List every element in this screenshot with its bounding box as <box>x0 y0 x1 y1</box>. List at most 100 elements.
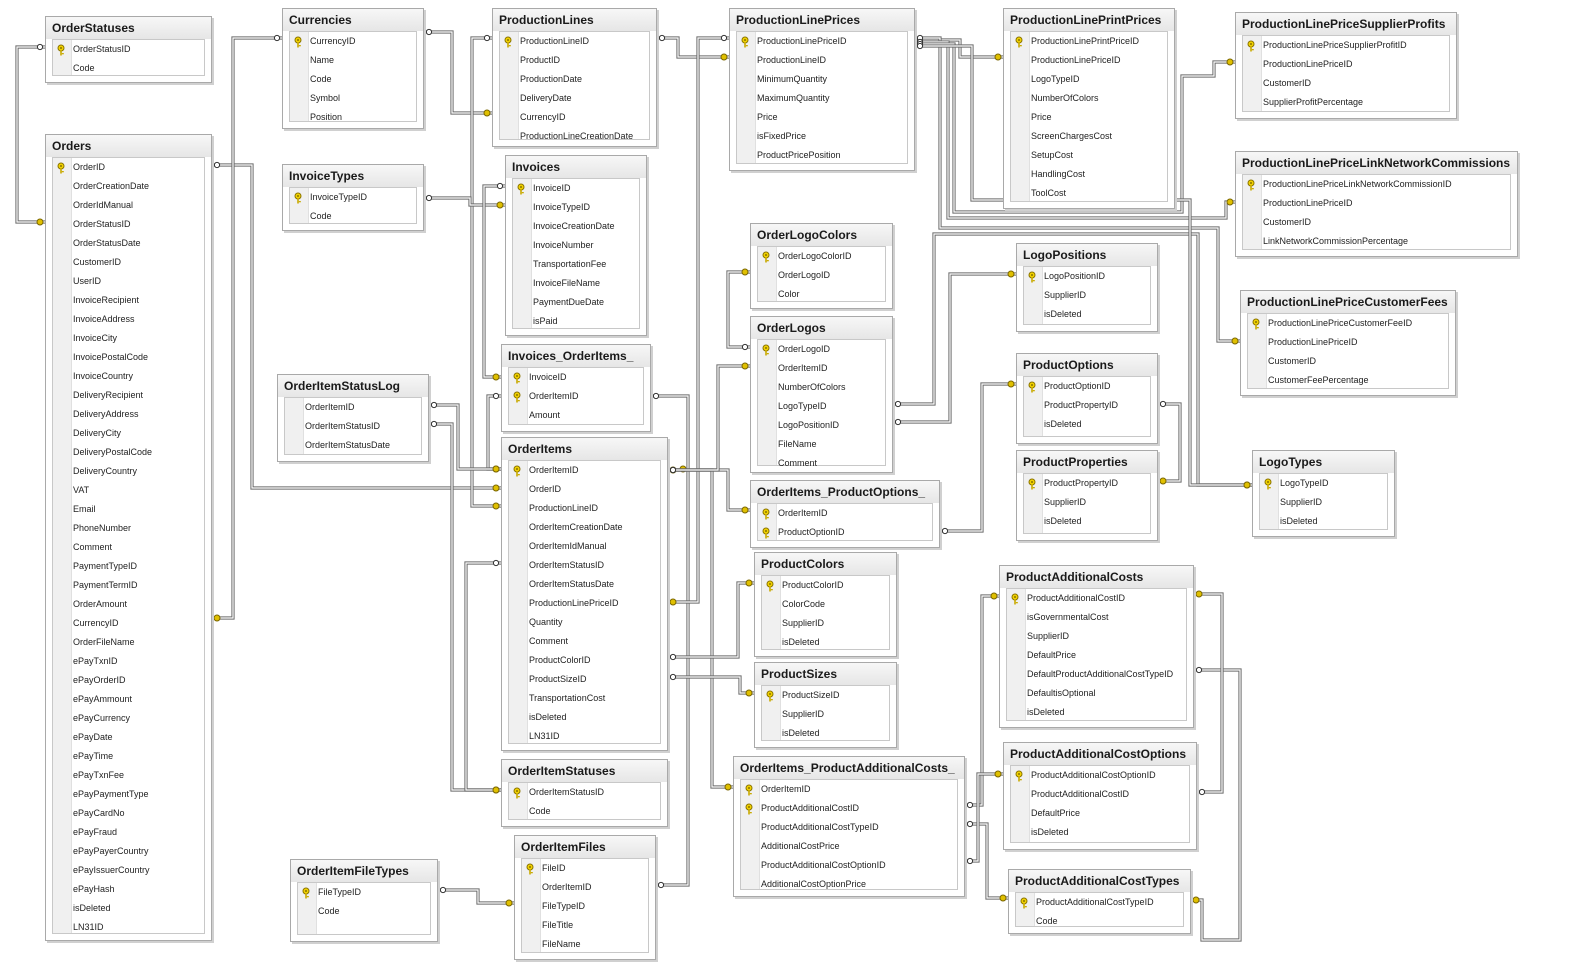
column-row[interactable]: ProductionLinePrintPriceID <box>1011 32 1167 51</box>
table-title[interactable]: ProductColors <box>755 553 896 575</box>
column-row[interactable]: DeliveryDate <box>500 89 649 108</box>
column-row[interactable]: ProductionLineID <box>500 32 649 51</box>
relationship-line[interactable] <box>429 403 501 471</box>
table-title[interactable]: ProductionLinePriceCustomerFees <box>1241 291 1455 313</box>
column-row[interactable]: LogoTypeID <box>1260 474 1387 493</box>
column-row[interactable]: ProductionLineCreationDate <box>500 127 649 146</box>
column-row[interactable]: FileTitle <box>522 916 648 935</box>
column-row[interactable]: isDeleted <box>1024 512 1150 531</box>
column-row[interactable]: ProductPricePosition <box>737 146 907 165</box>
column-row[interactable]: Comment <box>758 454 885 473</box>
relationship-line[interactable] <box>424 30 492 115</box>
column-row[interactable]: ePayCardNo <box>53 804 204 823</box>
column-row[interactable]: InvoiceRecipient <box>53 291 204 310</box>
column-row[interactable]: OrderID <box>53 158 204 177</box>
table-title[interactable]: InvoiceTypes <box>283 165 423 187</box>
column-row[interactable]: SupplierProfitPercentage <box>1243 93 1449 112</box>
column-row[interactable]: CurrencyID <box>290 32 416 51</box>
column-row[interactable]: AdditionalCostOptionPrice <box>741 875 957 894</box>
column-row[interactable]: ProductionLinePriceCustomerFeeID <box>1248 314 1448 333</box>
column-row[interactable]: ePayPayerCountry <box>53 842 204 861</box>
column-row[interactable]: InvoiceFileName <box>513 274 639 293</box>
column-row[interactable]: Code <box>298 902 430 921</box>
table-order-items-product-additional-costs[interactable]: OrderItems_ProductAdditionalCosts_OrderI… <box>733 756 965 897</box>
relationship-line[interactable] <box>965 773 1003 862</box>
column-row[interactable]: OrderItemStatusDate <box>509 575 660 594</box>
relationship-line[interactable] <box>438 888 514 905</box>
column-row[interactable]: InvoiceID <box>513 179 639 198</box>
column-row[interactable]: Comment <box>509 632 660 651</box>
relationship-line[interactable] <box>471 37 501 507</box>
column-row[interactable]: FileTypeID <box>298 883 430 902</box>
relationship-line[interactable] <box>965 823 1008 899</box>
column-row[interactable]: OrderFileName <box>53 633 204 652</box>
column-row[interactable]: SupplierID <box>1024 493 1150 512</box>
column-row[interactable]: OrderItemID <box>509 387 643 406</box>
column-row[interactable]: MaximumQuantity <box>737 89 907 108</box>
relationship-line[interactable] <box>657 37 729 58</box>
column-row[interactable]: SupplierID <box>1024 286 1150 305</box>
column-row[interactable]: OrderLogoID <box>758 340 885 359</box>
column-row[interactable]: isDeleted <box>1007 703 1186 722</box>
table-title[interactable]: Orders <box>46 135 211 157</box>
column-row[interactable]: CurrencyID <box>500 108 649 127</box>
relationship-line[interactable] <box>668 365 750 471</box>
column-row[interactable]: ePayHash <box>53 880 204 899</box>
table-title[interactable]: OrderItems <box>502 438 667 460</box>
column-row[interactable]: ScreenChargesCost <box>1011 127 1167 146</box>
table-title[interactable]: Invoices_OrderItems_ <box>502 345 650 367</box>
column-row[interactable]: ProductAdditionalCostOptionID <box>1011 766 1189 785</box>
column-row[interactable]: isDeleted <box>1260 512 1387 531</box>
column-row[interactable]: InvoiceNumber <box>513 236 639 255</box>
relationship-line[interactable] <box>915 43 1235 213</box>
column-row[interactable]: isGovernmentalCost <box>1007 608 1186 627</box>
column-row[interactable]: Price <box>1011 108 1167 127</box>
table-title[interactable]: OrderStatuses <box>46 17 211 39</box>
table-title[interactable]: ProductionLinePriceSupplierProfits <box>1236 13 1456 35</box>
column-row[interactable]: PaymentTermID <box>53 576 204 595</box>
column-row[interactable]: ePayTxnID <box>53 652 204 671</box>
column-row[interactable]: MinimumQuantity <box>737 70 907 89</box>
column-row[interactable]: isDeleted <box>53 899 204 918</box>
relationship-line[interactable] <box>424 31 492 114</box>
column-row[interactable]: LogoPositionID <box>1024 267 1150 286</box>
column-row[interactable]: isPaid <box>513 312 639 331</box>
column-row[interactable]: Price <box>737 108 907 127</box>
relationship-line[interactable] <box>727 271 750 348</box>
column-row[interactable]: DefaultPrice <box>1011 804 1189 823</box>
table-title[interactable]: OrderItems_ProductAdditionalCosts_ <box>734 757 964 779</box>
relationship-line[interactable] <box>429 404 501 470</box>
column-row[interactable]: Name <box>290 51 416 70</box>
relationship-line[interactable] <box>915 37 1240 342</box>
column-row[interactable]: DeliveryRecipient <box>53 386 204 405</box>
column-row[interactable]: DefaultPrice <box>1007 646 1186 665</box>
column-row[interactable]: ePayOrderID <box>53 671 204 690</box>
column-row[interactable]: TransportationCost <box>509 689 660 708</box>
column-row[interactable]: ePayCurrency <box>53 709 204 728</box>
table-title[interactable]: ProductionLinePrices <box>730 9 914 31</box>
relationship-line[interactable] <box>668 469 750 511</box>
column-row[interactable]: ProductID <box>500 51 649 70</box>
column-row[interactable]: InvoiceID <box>509 368 643 387</box>
column-row[interactable]: OrderItemStatusID <box>285 417 421 436</box>
column-row[interactable]: ProductPropertyID <box>1024 474 1150 493</box>
column-row[interactable]: ProductColorID <box>762 576 889 595</box>
table-title[interactable]: Invoices <box>506 156 646 178</box>
relationship-line[interactable] <box>487 395 501 470</box>
column-row[interactable]: OrderLogoID <box>758 266 885 285</box>
column-row[interactable]: DefaultisOptional <box>1007 684 1186 703</box>
relationship-line[interactable] <box>668 468 750 512</box>
relationship-line[interactable] <box>893 273 1016 423</box>
column-row[interactable]: ePayIssuerCountry <box>53 861 204 880</box>
relationship-line[interactable] <box>657 36 729 59</box>
column-row[interactable]: Code <box>1016 912 1183 931</box>
relationship-line[interactable] <box>486 394 501 471</box>
column-row[interactable]: HandlingCost <box>1011 165 1167 184</box>
column-row[interactable]: LogoPositionID <box>758 416 885 435</box>
column-row[interactable]: InvoiceTypeID <box>290 188 416 207</box>
relationship-line[interactable] <box>1191 669 1241 941</box>
